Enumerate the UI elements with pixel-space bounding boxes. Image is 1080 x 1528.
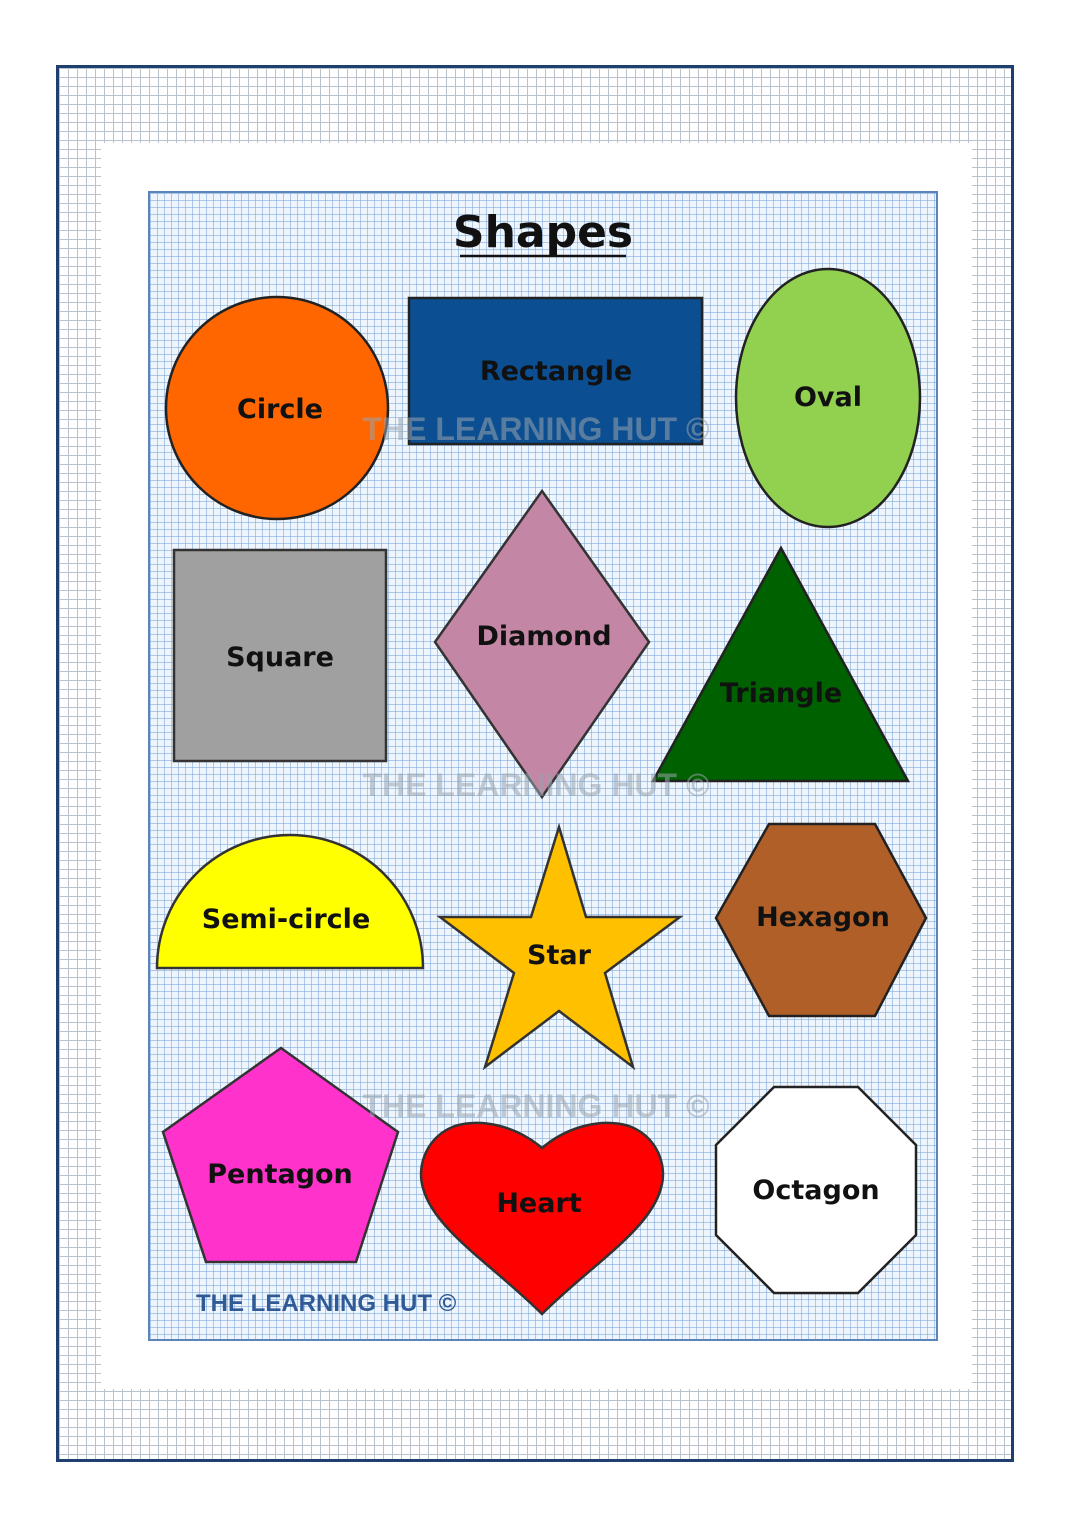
square-label: Square	[226, 642, 334, 673]
star-label: Star	[527, 940, 592, 971]
pentagon-shape	[161, 1046, 400, 1264]
octagon-shape	[714, 1085, 918, 1295]
semi-circle-label: Semi-circle	[202, 904, 371, 935]
diamond-label: Diamond	[476, 621, 611, 652]
watermark-bottom: THE LEARNING HUT ©	[362, 1088, 710, 1124]
triangle-shape	[650, 545, 911, 783]
triangle-label: Triangle	[720, 678, 842, 709]
hexagon-shape	[714, 822, 928, 1018]
page-title: Shapes	[453, 207, 633, 258]
oval-shape	[734, 267, 922, 529]
square-shape	[172, 548, 388, 763]
semi-circle-shape	[155, 833, 425, 970]
rectangle-shape	[407, 296, 704, 446]
brand-footer: THE LEARNING HUT ©	[196, 1290, 457, 1317]
heart-label: Heart	[496, 1188, 581, 1219]
diamond-shape	[433, 488, 651, 800]
rectangle-label: Rectangle	[480, 356, 632, 387]
pentagon-label: Pentagon	[207, 1159, 353, 1190]
star-shape	[436, 822, 684, 1071]
watermark-top: THE LEARNING HUT ©	[362, 411, 710, 447]
octagon-label: Octagon	[752, 1175, 879, 1206]
hexagon-label: Hexagon	[756, 902, 890, 933]
oval-label: Oval	[794, 382, 862, 413]
watermark-middle: THE LEARNING HUT ©	[362, 767, 710, 803]
heart-shape	[419, 1121, 665, 1316]
circle-shape	[164, 295, 390, 521]
circle-label: Circle	[237, 394, 323, 425]
